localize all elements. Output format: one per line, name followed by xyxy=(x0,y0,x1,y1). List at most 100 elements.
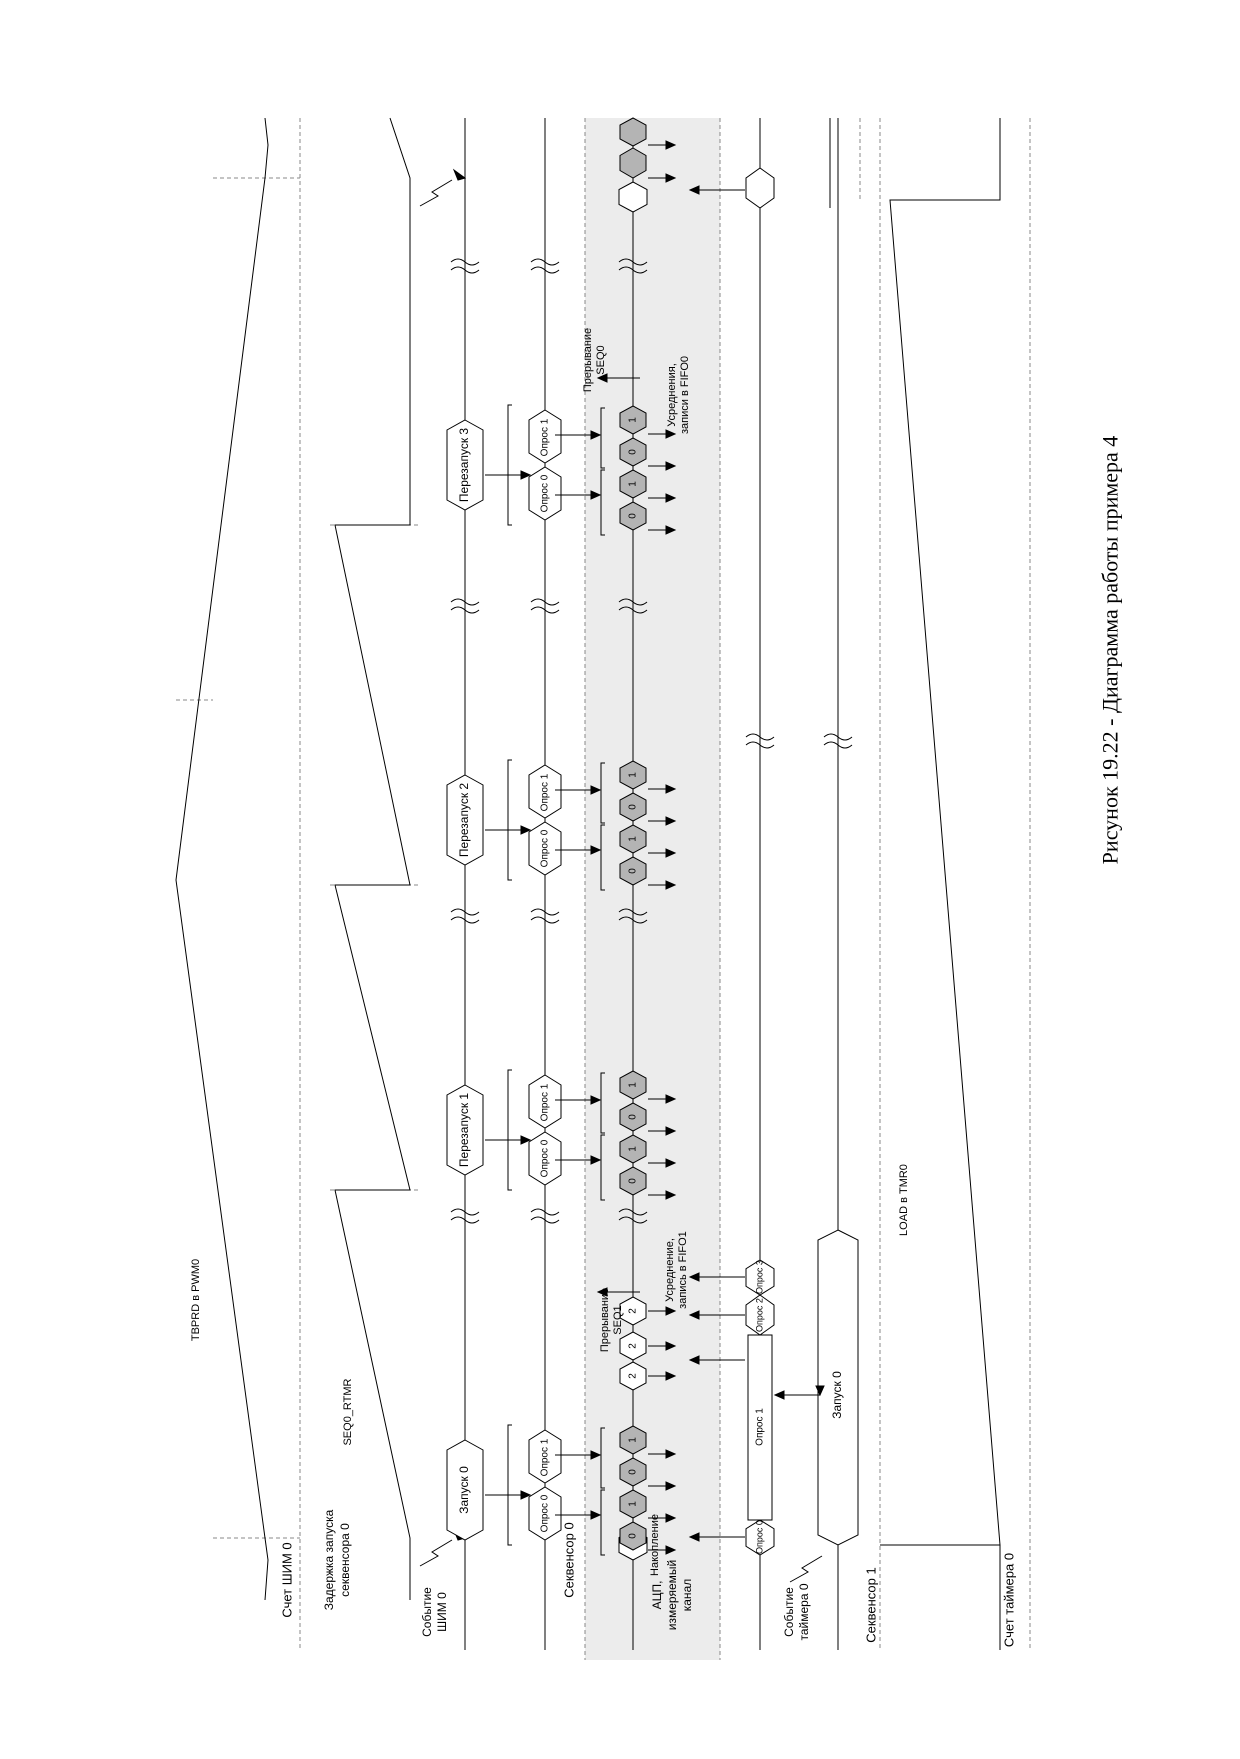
adc-sample-arrow-2-1-head xyxy=(665,848,677,858)
adc-top-hex-b xyxy=(619,147,647,179)
poll1-to-adc-arrow-0-head xyxy=(590,1450,602,1460)
adc-sample-arrow-1-0-head xyxy=(665,1190,677,1200)
adc-channel-label-0-3: 1 xyxy=(628,1437,639,1443)
adc-channel-hex-1-3 xyxy=(619,1070,647,1100)
avg-fifo1-label-2: запись в FIFO1 xyxy=(677,1231,689,1309)
break-3-0-b xyxy=(450,266,480,274)
adc-bracket-b-2 xyxy=(600,762,605,824)
adc-sample-arrow-1-1-head xyxy=(665,1158,677,1168)
poll1-box-3 xyxy=(528,409,562,464)
break-2-2-b xyxy=(618,606,648,614)
irq-seq1-arrow-head xyxy=(596,1287,608,1297)
adc-channel-label-2-0: 0 xyxy=(628,868,639,874)
adc-channel-hex-2-3 xyxy=(619,760,647,790)
break-1-2-b xyxy=(618,916,648,924)
poll1-to-adc-arrow-1-head xyxy=(590,1095,602,1105)
seq0-start-label-2: Перезапуск 2 xyxy=(457,783,471,858)
poll0-box-0 xyxy=(528,1486,562,1541)
adc-channel-label-3-1: 1 xyxy=(628,481,639,487)
break-timer-a xyxy=(823,733,853,741)
irq-seq1-label-2: SEQ1 xyxy=(612,1305,624,1334)
poll-bracket-1 xyxy=(507,1069,512,1191)
figure-caption: Рисунок 19.22 - Диаграмма работы примера… xyxy=(1030,80,1190,1220)
adc-sample-arrow-3-0-head xyxy=(665,525,677,535)
poll0-label-1: Опрос 0 xyxy=(540,1139,551,1177)
adc-channel-hex-1-0 xyxy=(619,1166,647,1196)
break-0-2-b xyxy=(618,1216,648,1224)
seq0-start-label-0: Запуск 0 xyxy=(457,1466,471,1514)
adc-seq1-arrow-1-head xyxy=(665,1341,677,1351)
poll0-label-2: Опрос 0 xyxy=(540,829,551,867)
seq1-start-marker-head xyxy=(815,1385,825,1397)
adc-channel-hex-0-2 xyxy=(619,1457,647,1487)
break-3-0-a xyxy=(450,258,480,266)
adc-sample-arrow-1-2-head xyxy=(665,1126,677,1136)
seq0-start-box-3 xyxy=(446,419,484,511)
adc-channel-label-3-0: 0 xyxy=(628,513,639,519)
seq1-poll2-arrow-head xyxy=(688,1310,700,1320)
seq0-delay-wave xyxy=(334,117,411,1600)
adc-bracket-a-3 xyxy=(600,469,605,536)
adc-channel-label-0-2: 0 xyxy=(628,1469,639,1475)
seq0-start-label-3: Перезапуск 3 xyxy=(457,428,471,503)
break-0-0-b xyxy=(450,1216,480,1224)
avg-fifo0-label-1: Усреднения, xyxy=(666,363,678,427)
break-0-2-a xyxy=(618,1208,648,1216)
adc-channel-hex-2-0 xyxy=(619,856,647,886)
adc-seq1-label-0: 2 xyxy=(628,1373,639,1379)
irq-seq1-label-1: Прерывание xyxy=(599,1288,611,1352)
poll0-to-adc-arrow-2-head xyxy=(590,845,602,855)
seq1-poll3-arrow-head xyxy=(688,1272,700,1282)
adc-channel-label-1-0: 0 xyxy=(628,1178,639,1184)
break-3-2-a xyxy=(618,258,648,266)
adc-sample-arrow-2-2-head xyxy=(665,816,677,826)
adc-sample-arrow-0-3-head xyxy=(665,1449,677,1459)
irq-seq0-label-2: SEQ0 xyxy=(595,345,607,374)
adc-sample-arrow-0-0-head xyxy=(665,1545,677,1555)
pwm-event-label-1: Событие xyxy=(420,1587,434,1637)
break-3-1-b xyxy=(530,266,560,274)
adc-seq1-label-2: 2 xyxy=(628,1308,639,1314)
break-2-0-b xyxy=(450,606,480,614)
poll0-box-2 xyxy=(528,821,562,876)
break-seq1-poll-a xyxy=(745,733,775,741)
adc-channel-hex-3-1 xyxy=(619,469,647,499)
break-seq1-poll-b xyxy=(745,741,775,749)
adc-label-1: АЦП, xyxy=(650,1581,664,1610)
figure-caption-text: Рисунок 19.22 - Диаграмма работы примера… xyxy=(1097,435,1122,865)
timer-event-label-1: Событие xyxy=(782,1587,796,1637)
break-0-0-a xyxy=(450,1208,480,1216)
seq1-poll0-label: Опрос 0 xyxy=(754,1520,764,1554)
adc-label-2: измеряемый xyxy=(665,1560,679,1630)
poll1-label-0: Опрос 1 xyxy=(540,1438,551,1476)
tbprd-label: TBPRD в PWM0 xyxy=(190,1259,202,1341)
adc-top-hex-c xyxy=(619,117,647,147)
adc-top-hex-a xyxy=(618,181,648,213)
break-2-2-a xyxy=(618,598,648,606)
poll0-to-adc-arrow-0-head xyxy=(590,1510,602,1520)
adc-sample-arrow-3-3-head xyxy=(665,429,677,439)
irq-seq0-label-1: Прерывание xyxy=(582,328,594,392)
adc-channel-label-3-3: 1 xyxy=(628,417,639,423)
seq1-poll0-arrow-head xyxy=(688,1532,700,1542)
adc-sample-arrow-2-0-head xyxy=(665,880,677,890)
seq1-poll2-box xyxy=(745,1294,775,1336)
seq0-label: Секвенсор 0 xyxy=(561,1522,576,1597)
seq0-start-box-0 xyxy=(446,1439,484,1541)
avg-fifo0-label-2: записи в FIFO0 xyxy=(679,356,691,434)
break-2-1-b xyxy=(530,606,560,614)
poll-bracket-0 xyxy=(507,1424,512,1546)
pwm-event-trigger-0 xyxy=(419,1539,453,1567)
poll0-label-0: Опрос 0 xyxy=(540,1494,551,1532)
adc-bracket-b-3 xyxy=(600,407,605,469)
adc-label-3: канал xyxy=(680,1579,694,1612)
seq1-start-box xyxy=(817,1229,859,1546)
seq1-poll2-label: Опрос 2 xyxy=(754,1298,764,1332)
adc-channel-hex-2-2 xyxy=(619,792,647,822)
adc-sample-arrow-3-1-head xyxy=(665,493,677,503)
poll1-to-adc-arrow-3-head xyxy=(590,430,602,440)
adc-bracket-a-1 xyxy=(600,1134,605,1201)
break-1-0-b xyxy=(450,916,480,924)
seq1-start-label: Запуск 0 xyxy=(830,1371,844,1419)
